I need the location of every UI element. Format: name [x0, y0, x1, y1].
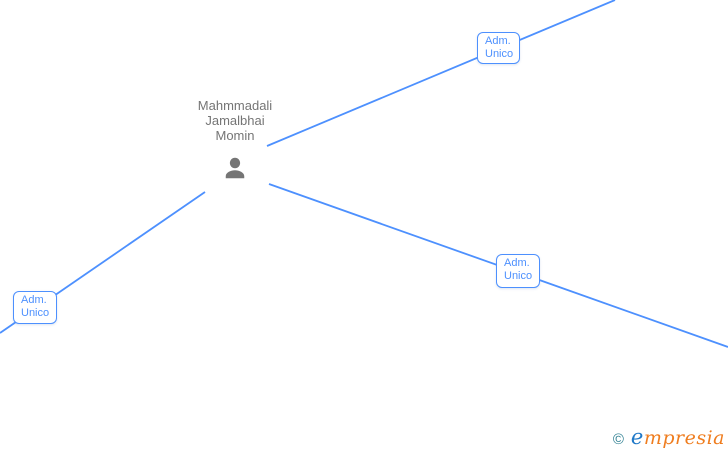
person-icon[interactable] [220, 153, 250, 183]
copyright-icon: © [612, 431, 624, 448]
edge-line-top-right [266, 0, 616, 147]
edge-label-adm-unico-bottom-right[interactable]: Adm. Unico [496, 254, 540, 288]
edge-label-adm-unico-top-right[interactable]: Adm. Unico [477, 32, 520, 64]
person-name: Mahmmadali Jamalbhai Momin [197, 98, 273, 143]
empresia-logo-rest: mpresia [643, 427, 725, 449]
edge-label-adm-unico-bottom-left[interactable]: Adm. Unico [13, 291, 57, 324]
empresia-logo-initial: e [630, 425, 644, 449]
watermark: © empresia [612, 425, 725, 449]
empresia-logo: empresia [630, 425, 725, 449]
